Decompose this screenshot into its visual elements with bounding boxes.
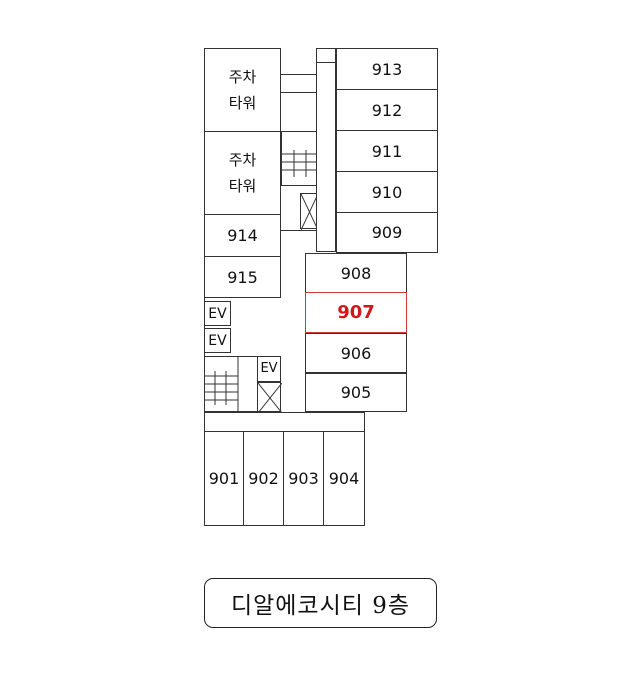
room-903[interactable]: 903 [283,431,324,526]
floor-title: 디알에코시티 9층 [204,578,437,628]
room-902[interactable]: 902 [243,431,284,526]
elevator-3-shaft-icon [257,382,282,413]
shaft-column [316,48,336,252]
connector-bottom [281,230,317,231]
elevator-2: EV [204,328,231,353]
parking-tower-1-line1: 주차 [228,68,257,86]
parking-tower-2: 주차 타워 [204,131,281,215]
room-910[interactable]: 910 [336,171,438,213]
room-907-highlighted[interactable]: 907 [305,292,407,333]
stairs-upper-drawing [282,150,318,177]
stairs-lower [204,356,259,413]
connector-top [281,74,317,75]
room-911[interactable]: 911 [336,130,438,172]
parking-tower-1-line2: 타워 [228,94,257,112]
room-913[interactable]: 913 [336,48,438,90]
parking-tower-2-line1: 주차 [228,151,257,169]
shaft-divider [316,62,336,63]
stairs-upper [281,131,318,186]
parking-tower-2-line2: 타워 [228,177,257,195]
stairs-lower-drawing [205,357,239,413]
room-912[interactable]: 912 [336,89,438,131]
bottom-corridor [204,412,365,432]
room-908[interactable]: 908 [305,253,407,293]
room-905[interactable]: 905 [305,373,407,412]
room-904[interactable]: 904 [323,431,365,526]
room-914[interactable]: 914 [204,214,281,257]
room-915[interactable]: 915 [204,256,281,298]
elevator-1: EV [204,301,231,326]
floor-plan: 주차 타워 주차 타워 914 915 EV EV EV [204,48,438,526]
elevator-3: EV [257,356,281,382]
shaft-upper-icon [300,193,318,230]
connector-mid [281,92,317,93]
room-906[interactable]: 906 [305,333,407,373]
room-909[interactable]: 909 [336,212,438,253]
room-901[interactable]: 901 [204,431,244,526]
parking-tower-1: 주차 타워 [204,48,281,132]
